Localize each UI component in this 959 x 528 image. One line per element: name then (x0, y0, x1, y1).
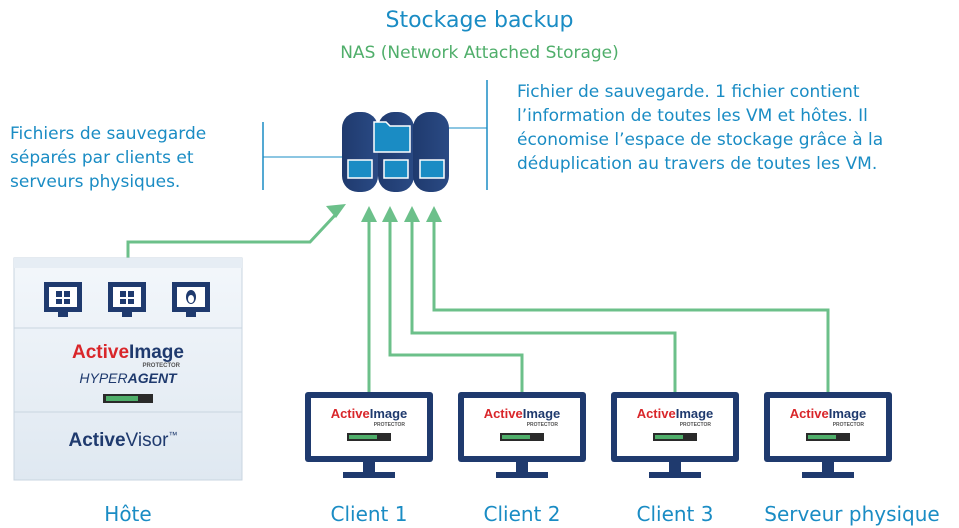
svg-text:PROTECTOR: PROTECTOR (833, 422, 865, 428)
host-arrow (126, 210, 340, 258)
connection-arrows (126, 210, 830, 392)
svg-text:ActiveImage: ActiveImage (790, 406, 867, 421)
right-note-line: Fichier de sauvegarde. 1 fichier contien… (517, 82, 860, 102)
linux-icon (172, 282, 210, 317)
svg-text:PROTECTOR: PROTECTOR (374, 422, 406, 428)
host-panel: ActiveImage PROTECTOR HYPERAGENT ActiveV… (13, 257, 243, 481)
host-label: Hôte (104, 502, 151, 526)
client-label: Serveur physique (764, 502, 939, 526)
left-note-line: Fichiers de sauvegarde (10, 124, 207, 144)
host-brand: ActiveImage (72, 342, 184, 363)
left-note: Fichiers de sauvegarde séparés par clien… (10, 122, 206, 194)
svg-text:ActiveImage: ActiveImage (484, 406, 561, 421)
diagram-subtitle: NAS (Network Attached Storage) (340, 43, 619, 63)
client-monitors: ActiveImagePROTECTORActiveImagePROTECTOR… (305, 392, 892, 478)
arrow-head (404, 206, 420, 222)
arrow-head (426, 206, 442, 222)
svg-text:PROTECTOR: PROTECTOR (527, 422, 559, 428)
status-bar-fill (106, 396, 138, 401)
right-note-line: l’information de toutes les VM et hôtes.… (517, 106, 868, 126)
activevisor-label: ActiveVisor™ (69, 430, 178, 451)
left-note-line: serveurs physiques. (10, 172, 181, 192)
client-label: Client 3 (637, 502, 714, 526)
arrow-head (382, 206, 398, 222)
server-arrow (432, 218, 830, 392)
right-note-line: déduplication au travers de toutes les V… (517, 154, 878, 174)
svg-text:ActiveImage: ActiveImage (331, 406, 408, 421)
right-note-line: économise l’espace de stockage grâce à l… (517, 130, 884, 150)
client-label: Client 2 (484, 502, 561, 526)
arrow-head (326, 204, 346, 218)
diagram-title: Stockage backup (385, 8, 574, 33)
left-note-line: séparés par clients et (10, 148, 194, 168)
nas-storage-icon (342, 112, 449, 192)
client-label: Client 1 (331, 502, 408, 526)
right-note: Fichier de sauvegarde. 1 fichier contien… (517, 80, 883, 176)
windows-icon (44, 282, 82, 317)
arrow-heads (326, 204, 442, 222)
client3-arrow (410, 218, 677, 392)
host-brand-sub: PROTECTOR (142, 363, 180, 369)
client2-arrow (388, 218, 524, 392)
svg-text:ActiveImage: ActiveImage (637, 406, 714, 421)
arrow-head (361, 206, 377, 222)
svg-text:PROTECTOR: PROTECTOR (680, 422, 712, 428)
windows-icon (108, 282, 146, 317)
hyperagent-label: HYPERAGENT (79, 370, 178, 386)
